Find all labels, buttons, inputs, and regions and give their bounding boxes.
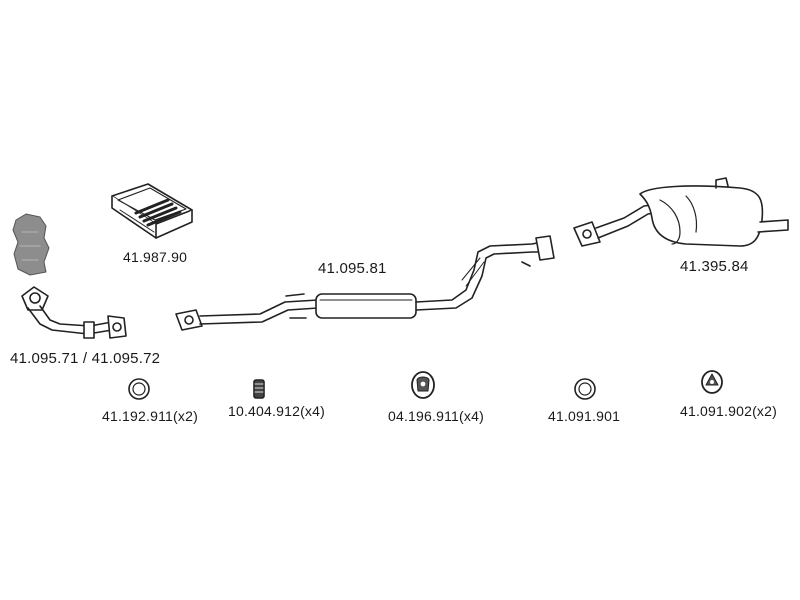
part-number-front-pipe: 41.095.71 / 41.095.72 bbox=[10, 350, 161, 367]
part-number-gasket-ring-left: 41.192.911(x2) bbox=[102, 408, 198, 424]
middle-silencer-shape[interactable] bbox=[175, 235, 555, 331]
part-number-rubber-hanger-right: 41.091.902(x2) bbox=[680, 403, 777, 419]
rubber-hanger-center[interactable] bbox=[411, 371, 435, 399]
rear-silencer-shape[interactable] bbox=[573, 177, 789, 247]
part-number-rear-silencer: 41.395.84 bbox=[680, 258, 749, 275]
part-number-spring: 10.404.912(x4) bbox=[228, 403, 325, 419]
front-pipe-shape[interactable] bbox=[21, 286, 127, 339]
part-number-middle-silencer: 41.095.81 bbox=[318, 260, 387, 277]
spring-part[interactable] bbox=[253, 379, 265, 399]
gasket-ring-left[interactable] bbox=[128, 378, 150, 400]
part-number-gasket-ring-right: 41.091.901 bbox=[548, 408, 621, 424]
gasket-ring-right[interactable] bbox=[574, 378, 596, 400]
part-number-mounting-kit: 41.987.90 bbox=[123, 249, 188, 265]
mounting-kit-box[interactable] bbox=[111, 183, 193, 239]
part-number-rubber-hanger-center: 04.196.911(x4) bbox=[388, 408, 484, 424]
catalyst-shield-shape bbox=[12, 213, 50, 276]
rubber-hanger-right[interactable] bbox=[701, 370, 723, 394]
